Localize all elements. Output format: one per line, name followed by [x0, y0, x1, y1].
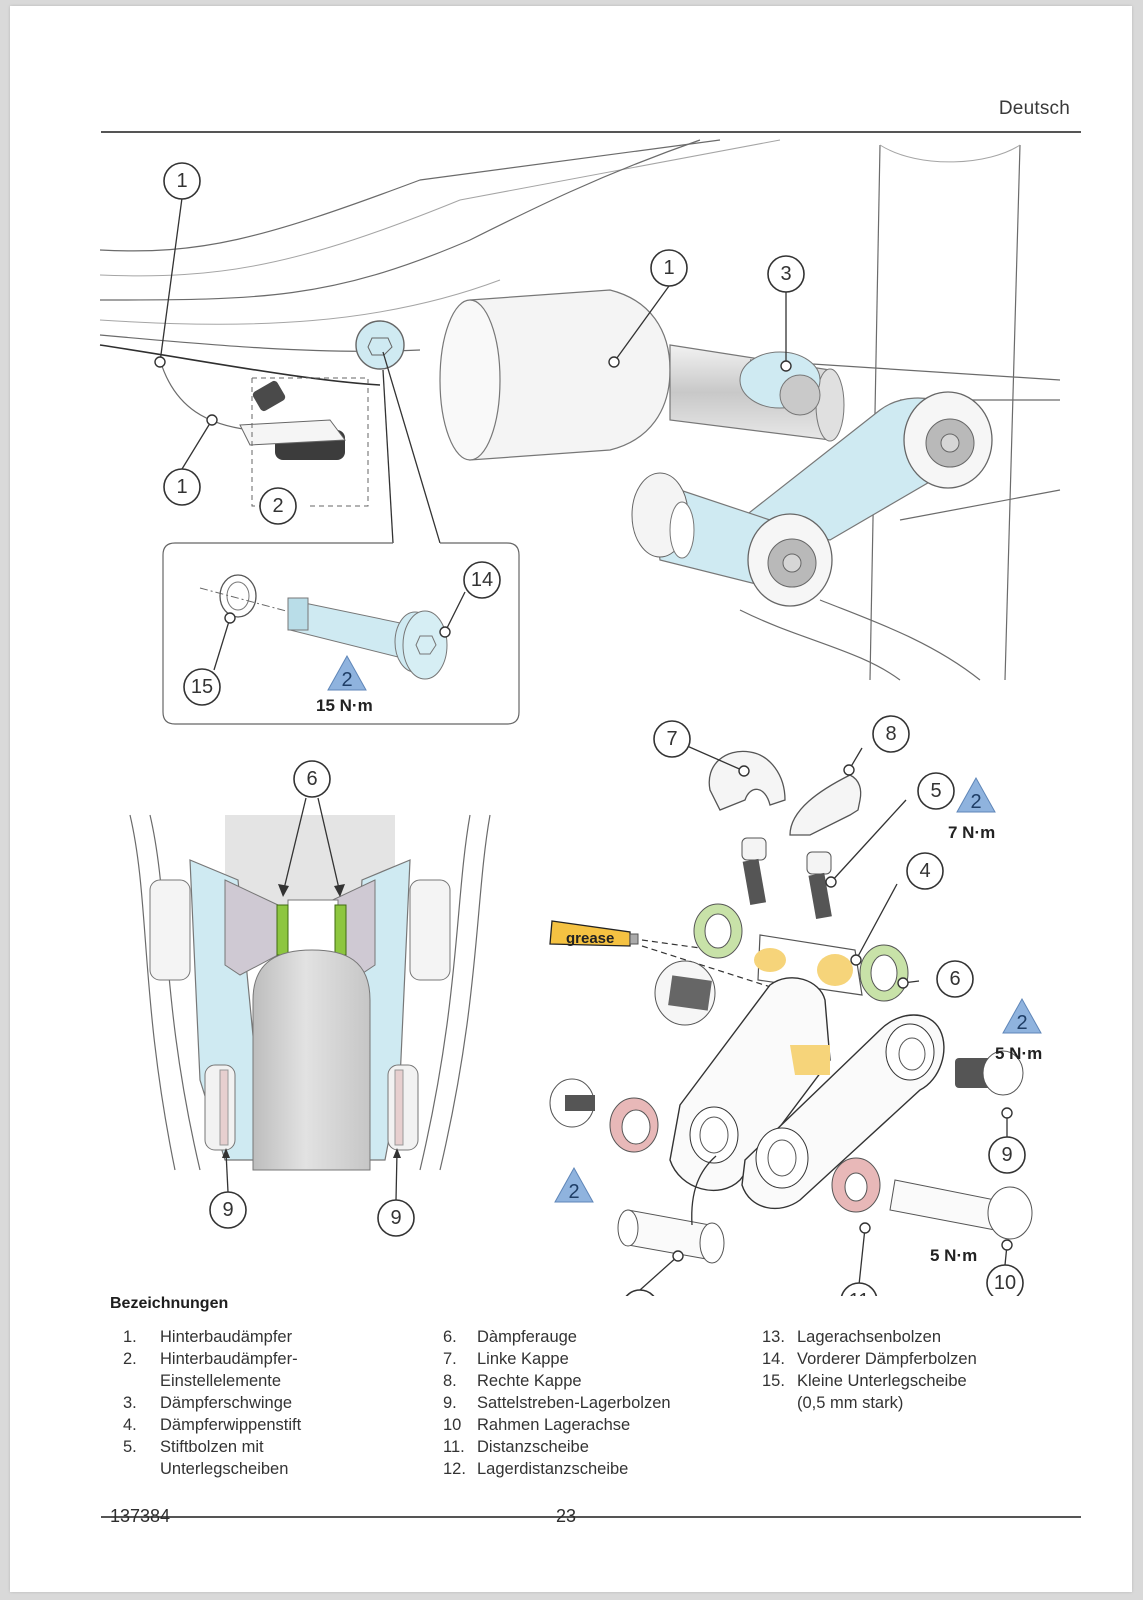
callout-14: 14	[463, 561, 501, 599]
callout-2-adjusters: 2	[259, 487, 297, 525]
assembly-illustrations: 1 1 1 2 3	[99, 139, 1061, 1296]
legend-item: 13.Lagerachsenbolzen	[762, 1328, 942, 1346]
footer-divider	[101, 1516, 1081, 1518]
callout-9-exploded: 9	[988, 1136, 1026, 1174]
document-page: Deutsch	[10, 6, 1132, 1592]
callout-6-exploded: 6	[936, 960, 974, 998]
callout-8: 8	[872, 715, 910, 753]
legend-item: 7.Linke Kappe	[443, 1350, 569, 1368]
callout-10: 10	[986, 1264, 1024, 1296]
callout-12: 12	[625, 1289, 655, 1296]
svg-text:1: 1	[663, 257, 674, 279]
torque-badge-inset: 2	[327, 654, 367, 691]
callout-4: 4	[906, 852, 944, 890]
torque-badge-axle-bolt: 2	[554, 1166, 594, 1203]
callout-5: 5	[917, 772, 955, 810]
overview-figure: 1 1 1 2 3	[99, 139, 1061, 725]
front-shock-bolt-part	[287, 597, 448, 680]
legend-item: Unterlegscheiben	[160, 1460, 289, 1478]
rear-view-figure: 6 9 9	[128, 760, 491, 1237]
exploded-figure: grease	[549, 715, 1042, 1296]
callout-9-right: 9	[377, 1199, 415, 1237]
header-divider	[101, 131, 1081, 133]
legend-item: 14.Vorderer Dämpferbolzen	[762, 1350, 977, 1368]
front-shock-bolt	[355, 320, 405, 370]
svg-text:11: 11	[849, 1290, 870, 1296]
svg-text:3: 3	[780, 263, 791, 285]
rocker-link	[631, 351, 993, 607]
svg-text:1: 1	[176, 170, 187, 192]
legend-item: 4.Dämpferwippenstift	[123, 1416, 302, 1434]
legend-item: 2.Hinterbaudämpfer-	[123, 1350, 298, 1368]
svg-text:14: 14	[471, 569, 493, 591]
svg-text:2: 2	[568, 1181, 579, 1203]
legend-item: 11.Distanzscheibe	[443, 1438, 589, 1456]
callout-6-rear: 6	[293, 760, 331, 798]
svg-text:2: 2	[341, 669, 352, 691]
svg-text:4: 4	[919, 860, 930, 882]
legend-item: 6.Dàmpferauge	[443, 1328, 577, 1346]
legend-item: 9.Sattelstreben-Lagerbolzen	[443, 1394, 671, 1412]
grease-tube: grease	[549, 920, 639, 947]
legend-item: (0,5 mm stark)	[797, 1394, 904, 1412]
svg-text:2: 2	[1016, 1012, 1027, 1034]
bearing-spacer	[627, 1209, 713, 1261]
legend-item: 15.Kleine Unterlegscheibe	[762, 1372, 967, 1390]
shock-eye-seal-left	[276, 904, 289, 956]
right-cap	[789, 774, 862, 836]
page-number: 23	[556, 1506, 577, 1526]
svg-text:2: 2	[272, 495, 283, 517]
callout-11: 11	[840, 1282, 878, 1296]
left-cap	[708, 750, 786, 811]
torque-badge-seatstay-bolt: 2	[1002, 997, 1042, 1034]
svg-text:10: 10	[994, 1272, 1016, 1294]
svg-text:8: 8	[885, 723, 896, 745]
legend-column-3: 13.Lagerachsenbolzen 14.Vorderer Dämpfer…	[762, 1326, 977, 1414]
front-bolt-inset: 14 15 2 15 N·m	[162, 542, 520, 725]
legend-column-1: 1.Hinterbaudämpfer 2.Hinterbaudämpfer- E…	[123, 1326, 301, 1480]
shock-eye-seal-right	[334, 904, 347, 956]
svg-text:9: 9	[222, 1199, 233, 1221]
callout-1-hose: 1	[163, 468, 201, 506]
torque-value-seatstay-bolt: 5 N·m	[995, 1044, 1042, 1063]
seatstay-bolt	[982, 1050, 1024, 1096]
callout-1-top: 1	[163, 162, 201, 200]
svg-text:9: 9	[390, 1207, 401, 1229]
svg-text:2: 2	[970, 791, 981, 813]
svg-text:5: 5	[930, 780, 941, 802]
legend-item: 12.Lagerdistanzscheibe	[443, 1460, 629, 1478]
svg-text:grease: grease	[566, 930, 614, 947]
callout-7: 7	[653, 720, 691, 758]
legend-column-2: 6.Dàmpferauge 7.Linke Kappe 8.Rechte Kap…	[443, 1326, 671, 1480]
svg-text:1: 1	[176, 476, 187, 498]
svg-text:6: 6	[306, 768, 317, 790]
torque-badge-pin-bolts: 2	[956, 776, 996, 813]
callout-9-left: 9	[209, 1191, 247, 1229]
torque-value-pin-bolts: 7 N·m	[948, 823, 995, 842]
legend-item: 8.Rechte Kappe	[443, 1372, 582, 1390]
legend-title: Bezeichnungen	[110, 1295, 229, 1312]
torque-value-inset: 15 N·m	[316, 696, 373, 715]
legend-item: 5.Stiftbolzen mit	[123, 1438, 264, 1456]
header-language: Deutsch	[998, 98, 1070, 119]
small-washer	[219, 574, 257, 618]
legend-item: Einstellelemente	[160, 1372, 282, 1390]
frame-axle	[889, 1179, 996, 1231]
svg-text:15: 15	[191, 676, 213, 698]
torque-value-frame-axle: 5 N·m	[930, 1246, 977, 1265]
legend-item: 3.Dämpferschwinge	[123, 1394, 293, 1412]
svg-text:9: 9	[1001, 1144, 1012, 1166]
callout-3-rocker: 3	[767, 255, 805, 293]
document-number: 137384	[110, 1506, 171, 1526]
svg-text:7: 7	[666, 728, 677, 750]
callout-1-shock: 1	[650, 249, 688, 287]
shock-body-rear	[252, 949, 371, 1171]
callout-15: 15	[183, 668, 221, 706]
legend-item: 1.Hinterbaudämpfer	[123, 1328, 293, 1346]
pin-bolt-left	[741, 837, 767, 906]
svg-text:6: 6	[949, 968, 960, 990]
